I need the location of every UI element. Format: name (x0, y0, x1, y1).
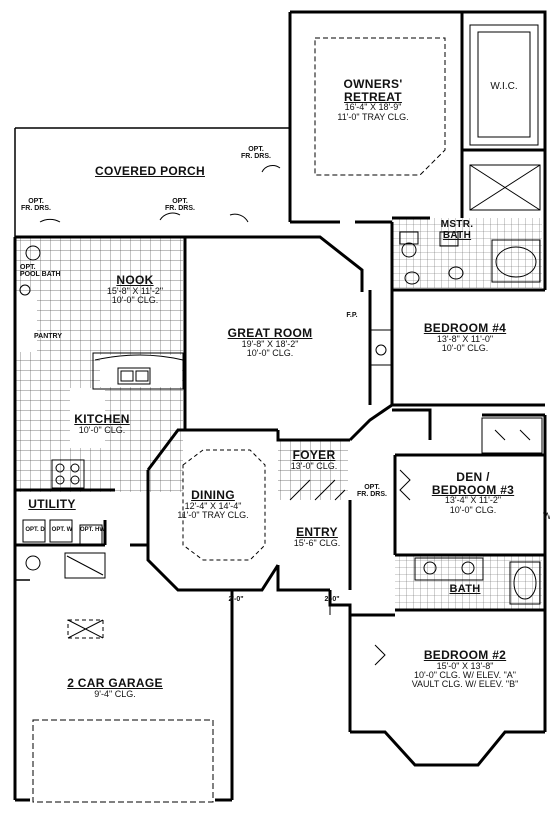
dimension-marks (231, 590, 331, 620)
thin-details (19, 24, 543, 803)
walls (13, 10, 547, 802)
foyer-tile-floor (278, 440, 348, 500)
mstr-bath-tile-floor (392, 218, 542, 288)
bath-tile-floor (395, 555, 542, 610)
